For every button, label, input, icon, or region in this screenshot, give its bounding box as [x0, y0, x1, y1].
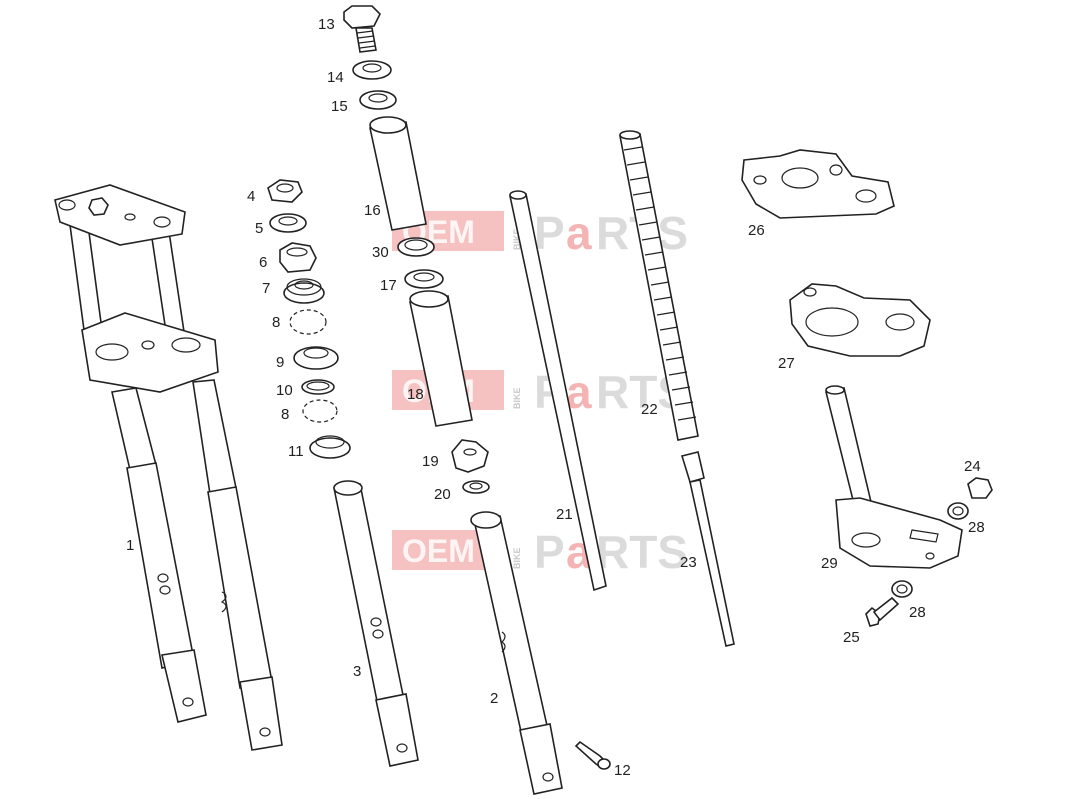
part-28-washer-lower [891, 580, 913, 598]
callout-1: 1 [126, 537, 134, 554]
part-10-ring [301, 379, 335, 395]
callout-4: 4 [247, 188, 255, 205]
part-25-bolt [865, 596, 900, 627]
part-9-bearing-cup [293, 346, 339, 370]
svg-text:P: P [534, 526, 565, 578]
part-13-bolt [343, 5, 381, 53]
part-28-washer-upper [947, 502, 969, 520]
callout-17: 17 [380, 277, 397, 294]
callout-5: 5 [255, 220, 263, 237]
callout-27: 27 [778, 355, 795, 372]
callout-13: 13 [318, 16, 335, 33]
part-17-washer [404, 269, 444, 289]
part-19-nut [451, 439, 489, 473]
part-26-top-plate [741, 149, 895, 219]
callout-15: 15 [331, 98, 348, 115]
callout-11: 11 [288, 443, 304, 460]
part-20-washer [462, 480, 490, 494]
part-24-nut [967, 477, 993, 499]
part-23-damper-rod [680, 451, 735, 647]
svg-text:P: P [534, 207, 565, 259]
part-14-washer [352, 60, 392, 80]
callout-25: 25 [843, 629, 860, 646]
callout-21: 21 [556, 506, 573, 523]
part-8-ball-ring-lower [302, 399, 338, 423]
svg-text:RTS: RTS [596, 526, 688, 578]
svg-text:a: a [566, 207, 592, 259]
svg-text:BIKE: BIKE [512, 547, 522, 569]
part-15-washer [359, 90, 397, 110]
callout-18: 18 [407, 386, 424, 403]
callout-12: 12 [614, 762, 631, 779]
part-11-bearing-race [309, 435, 351, 459]
callout-8: 8 [272, 314, 280, 331]
part-2-fork-leg [470, 511, 563, 795]
part-6-nut [279, 242, 317, 273]
callout-3: 3 [353, 663, 361, 680]
part-16-spacer-tube [369, 116, 427, 231]
part-5-washer [269, 213, 307, 233]
callout-19: 19 [422, 453, 439, 470]
part-22-spring [619, 130, 699, 441]
part-1-fork-assembly [54, 184, 283, 751]
part-30-seal [397, 237, 435, 257]
callout-2: 2 [490, 690, 498, 707]
callout-29: 29 [821, 555, 838, 572]
callout-6: 6 [259, 254, 267, 271]
callout-8-lower: 8 [281, 406, 289, 423]
part-18-spacer-tube [409, 290, 473, 427]
callout-28-lower: 28 [909, 604, 926, 621]
callout-30: 30 [372, 244, 389, 261]
svg-text:OEM: OEM [402, 533, 475, 569]
callout-20: 20 [434, 486, 451, 503]
watermark-bottom: OEM BIKE P a RTS [392, 526, 688, 578]
svg-text:BIKE: BIKE [512, 228, 522, 250]
part-7-bearing-cup [283, 278, 325, 304]
callout-7: 7 [262, 280, 270, 297]
part-4-nut [267, 179, 303, 203]
part-21-rod [509, 190, 607, 592]
callout-23: 23 [680, 554, 697, 571]
callout-16: 16 [364, 202, 381, 219]
callout-10: 10 [276, 382, 293, 399]
callout-labels: 13 14 15 16 30 17 18 19 20 4 5 6 7 8 9 1… [126, 16, 985, 779]
callout-26: 26 [748, 222, 765, 239]
part-12-screw [574, 740, 611, 770]
callout-28: 28 [968, 519, 985, 536]
svg-text:BIKE: BIKE [512, 387, 522, 409]
callout-14: 14 [327, 69, 344, 86]
part-29-lower-bracket [825, 385, 963, 569]
callout-22: 22 [641, 401, 658, 418]
part-3-fork-leg [333, 480, 419, 767]
callout-9: 9 [276, 354, 284, 371]
part-8-ball-ring-upper [289, 309, 327, 335]
part-27-clamp-plate [789, 283, 931, 357]
callout-24: 24 [964, 458, 981, 475]
